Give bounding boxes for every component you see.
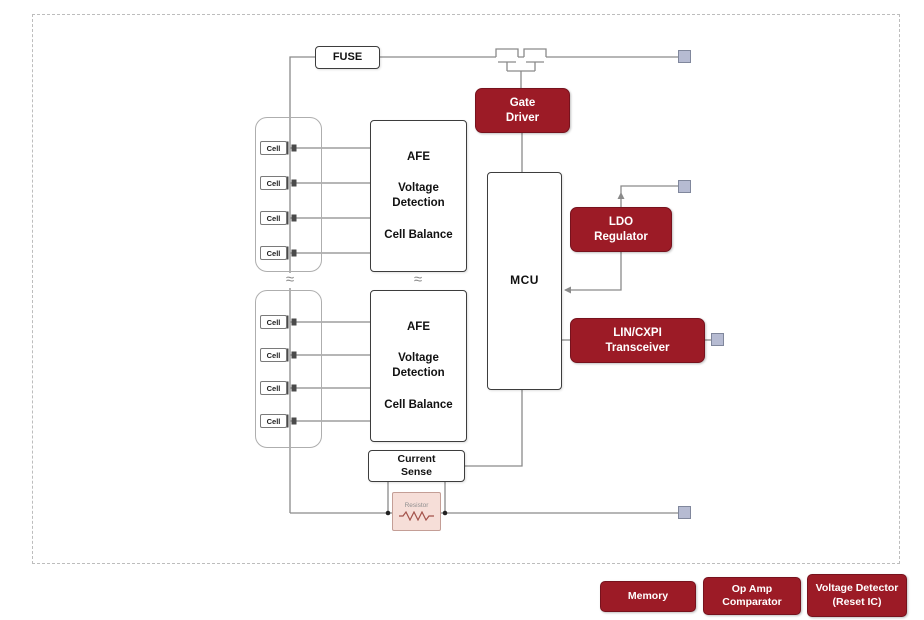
afe-cell-balance-label: Cell Balance: [384, 398, 453, 411]
mcu-block: MCU: [487, 172, 562, 390]
afe-voltage-detection-label: Voltage Detection: [392, 352, 445, 379]
cell-label-text: Cell: [266, 178, 281, 188]
continuation-marker-bus: ≈: [281, 271, 299, 288]
gate-driver-block: Gate Driver: [475, 88, 570, 133]
ldo-regulator-label: LDO Regulator: [594, 215, 648, 243]
cell-label-text: Cell: [266, 416, 281, 426]
cell-label: Cell: [260, 348, 287, 362]
cell-label: Cell: [260, 141, 287, 155]
cell-label-text: Cell: [266, 213, 281, 223]
current-sense-block: Current Sense: [368, 450, 465, 482]
resistor-zigzag-icon: [398, 511, 434, 521]
cell-label-text: Cell: [266, 317, 281, 327]
approx-symbol: ≈: [285, 271, 295, 288]
continuation-marker-afe: ≈: [409, 271, 427, 288]
legend-voltage-detector-block: Voltage Detector (Reset IC): [807, 574, 907, 617]
cell-stack-2: [255, 290, 322, 448]
connector-pad-ldo: [678, 180, 691, 193]
cell-label-text: Cell: [266, 248, 281, 258]
current-sense-label: Current Sense: [397, 453, 436, 478]
lin-cxpi-transceiver-label: LIN/CXPI Transceiver: [605, 326, 670, 354]
afe-cell-balance-label: Cell Balance: [384, 228, 453, 241]
diagram-boundary: [32, 14, 900, 564]
cell-label: Cell: [260, 211, 287, 225]
fuse-block: FUSE: [315, 46, 380, 69]
legend-memory-label: Memory: [627, 589, 669, 602]
afe-title: AFE: [407, 150, 430, 163]
legend-opamp-comparator-label: Op Amp Comparator: [722, 582, 782, 608]
resistor-label: Resistor: [404, 502, 429, 509]
cell-label: Cell: [260, 246, 287, 260]
afe-block-2: AFE Voltage Detection Cell Balance: [370, 290, 467, 442]
lin-cxpi-transceiver-block: LIN/CXPI Transceiver: [570, 318, 705, 363]
cell-label: Cell: [260, 414, 287, 428]
fuse-label: FUSE: [332, 51, 363, 64]
afe-voltage-detection-label: Voltage Detection: [392, 182, 445, 209]
legend-memory-block: Memory: [600, 581, 696, 612]
connector-pad-top-right: [678, 50, 691, 63]
mcu-label: MCU: [510, 273, 539, 288]
cell-label: Cell: [260, 176, 287, 190]
cell-stack-1: [255, 117, 322, 272]
ldo-regulator-block: LDO Regulator: [570, 207, 672, 252]
legend-opamp-comparator-block: Op Amp Comparator: [703, 577, 801, 615]
cell-label-text: Cell: [266, 350, 281, 360]
connector-pad-lin: [711, 333, 724, 346]
cell-label: Cell: [260, 381, 287, 395]
connector-pad-bottom-right: [678, 506, 691, 519]
legend-voltage-detector-label: Voltage Detector (Reset IC): [815, 582, 899, 608]
cell-label-text: Cell: [266, 383, 281, 393]
afe-block-1: AFE Voltage Detection Cell Balance: [370, 120, 467, 272]
afe-title: AFE: [407, 320, 430, 333]
approx-symbol: ≈: [413, 271, 423, 288]
cell-label-text: Cell: [266, 143, 281, 153]
cell-label: Cell: [260, 315, 287, 329]
resistor-block: Resistor: [392, 492, 441, 531]
gate-driver-label: Gate Driver: [505, 96, 540, 124]
